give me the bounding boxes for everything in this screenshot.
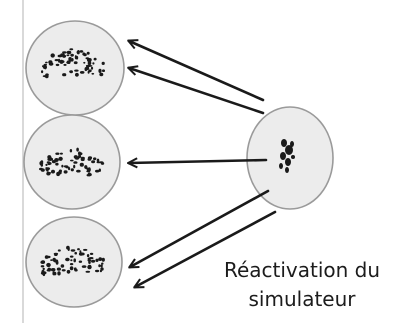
dot-pattern-middle	[39, 147, 105, 177]
caption-line-2: simulateur	[248, 287, 356, 311]
output-circle-top	[25, 20, 125, 116]
arrow-to-middle	[129, 160, 268, 163]
dot-pattern-top	[41, 48, 105, 79]
source-circle	[246, 106, 334, 210]
dot-pattern-bottom	[40, 245, 105, 277]
arrow-to-bottom-2	[135, 210, 277, 287]
arrow-to-top-1	[129, 41, 265, 102]
caption: Réactivation du simulateur	[212, 256, 392, 314]
arrow-to-bottom-1	[130, 189, 270, 267]
source-cluster	[279, 139, 295, 173]
caption-line-1: Réactivation du	[223, 258, 381, 282]
arrow-to-top-2	[129, 68, 265, 115]
arrows	[129, 41, 277, 287]
output-circle-middle	[23, 114, 121, 210]
